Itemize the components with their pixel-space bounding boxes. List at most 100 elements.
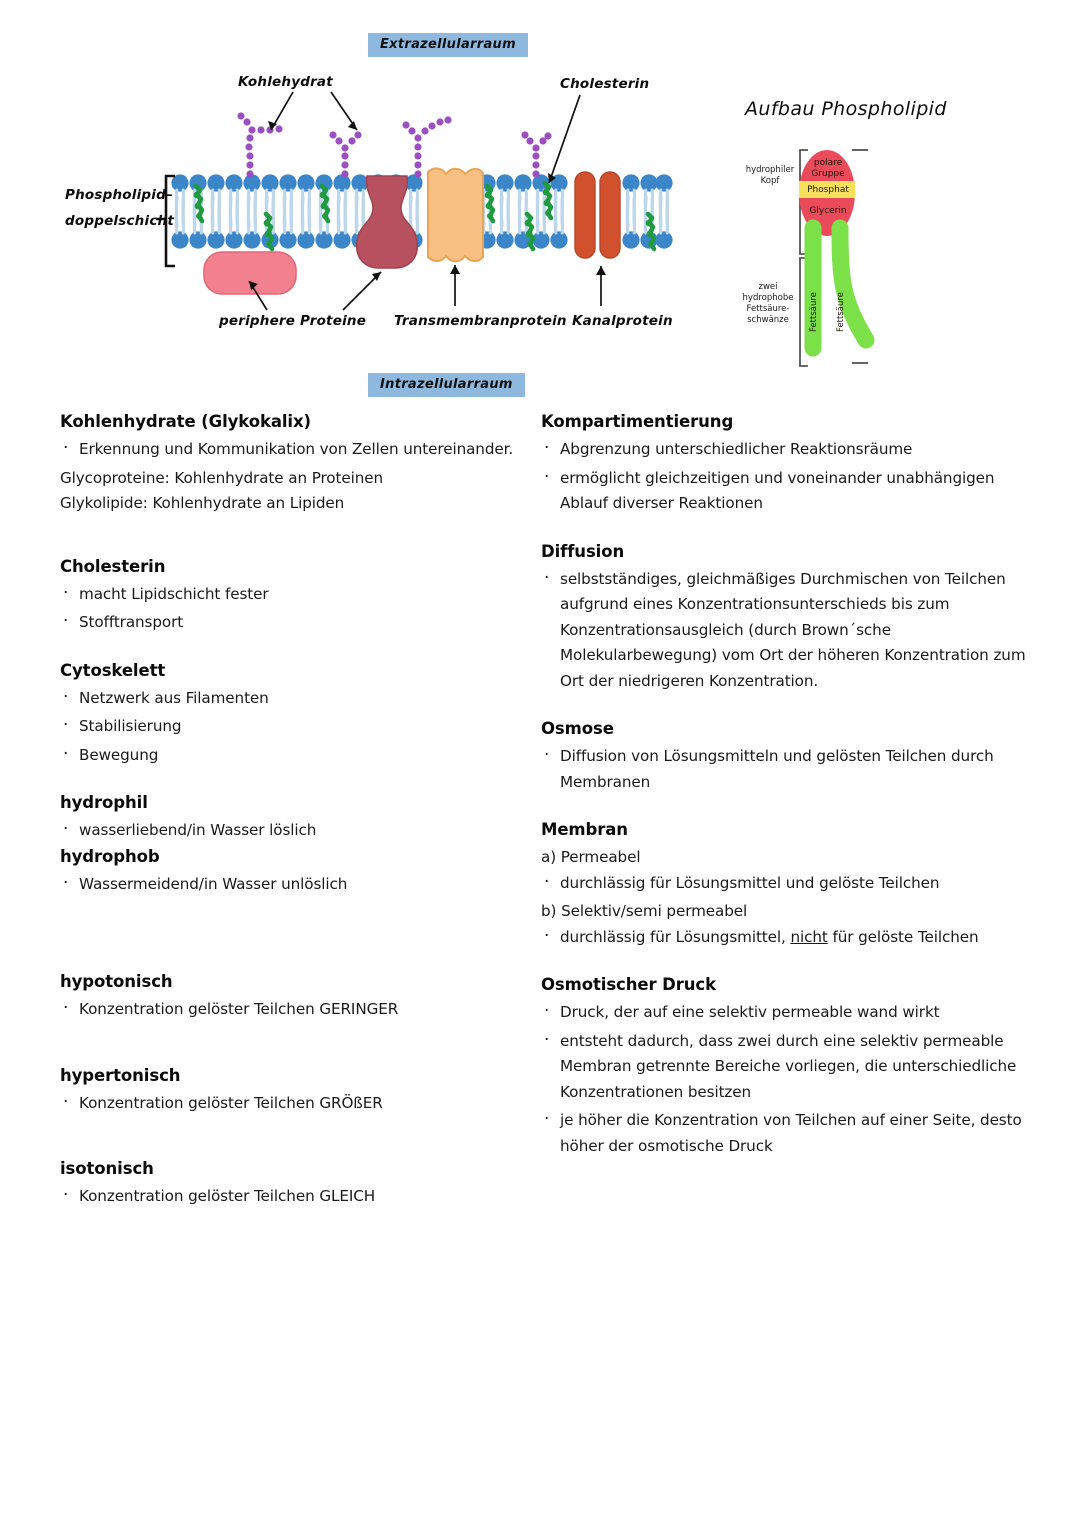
text-post: für gelöste Teilchen	[827, 927, 979, 946]
list-item: ermöglicht gleichzeitigen und voneinande…	[541, 465, 1041, 517]
carbohydrate-chains	[237, 112, 552, 178]
callout-channel-protein: Kanalprotein	[572, 313, 673, 329]
glycerol-label: Glycerin	[809, 206, 847, 216]
bullet-list: selbstständiges, gleichmäßiges Durchmisc…	[541, 566, 1041, 695]
bullet-list: Konzentration gelöster Teilchen GRÖßER	[60, 1090, 520, 1117]
section-heading: isotonisch	[60, 1159, 154, 1178]
bilayer-bracket	[164, 174, 175, 268]
plain-line: Glykolipide: Kohlenhydrate an Lipiden	[60, 494, 345, 512]
phosphate-label: Phosphat	[807, 185, 849, 195]
section-heading: hypotonisch	[60, 972, 173, 991]
section-heading: Kohlenhydrate (Glykokalix)	[60, 412, 311, 431]
section-heading: Cytoskelett	[60, 660, 166, 680]
list-item: durchlässig für Lösungsmittel und gelöst…	[541, 870, 1041, 897]
channel-like-orange-protein-shape	[427, 167, 484, 263]
membran-sub-b: b) Selektiv/semi permeabel	[541, 902, 748, 920]
channel-protein-bar-right	[599, 171, 621, 259]
list-item: entsteht dadurch, dass zwei durch eine s…	[541, 1028, 1041, 1106]
spacer	[541, 798, 1041, 820]
section-hydrophil: hydrophil wasserliebend/in Wasser löslic…	[60, 793, 520, 844]
section-heading: Cholesterin	[60, 556, 166, 576]
section-isotonisch: isotonisch Konzentration gelöster Teilch…	[60, 1159, 520, 1210]
section-hypertonisch: hypertonisch Konzentration gelöster Teil…	[60, 1066, 520, 1117]
list-item: Bewegung	[60, 742, 520, 769]
list-item: macht Lipidschicht fester	[60, 581, 520, 608]
plain-line: Glycoproteine: Kohlenhydrate an Proteine…	[60, 468, 384, 487]
bullet-list: durchlässig für Lösungsmittel, nicht für…	[541, 924, 1041, 951]
section-cytoskelett: Cytoskelett Netzwerk aus Filamenten Stab…	[60, 661, 520, 769]
membrane-artwork	[156, 91, 875, 367]
bullet-list: Konzentration gelöster Teilchen GLEICH	[60, 1183, 520, 1210]
hydrophobic-tails-label: zwei hydrophobe Fettsäure- schwänze	[742, 282, 794, 325]
section-heading: Osmotischer Druck	[541, 975, 716, 994]
bullet-list: Erkennung und Kommunikation von Zellen u…	[60, 436, 520, 463]
section-osmose: Osmose Diffusion von Lösungsmitteln und …	[541, 719, 1041, 795]
section-heading: Osmose	[541, 719, 614, 738]
callout-cholesterol: Cholesterin	[560, 76, 650, 92]
list-item: durchlässig für Lösungsmittel, nicht für…	[541, 924, 1041, 951]
section-heading: hydrophob	[60, 846, 160, 866]
callout-carbohydrate: Kohlehydrat	[238, 74, 333, 90]
list-item: je höher die Konzentration von Teilchen …	[541, 1107, 1041, 1159]
callout-transmembrane-protein: Transmembranprotein	[394, 313, 567, 329]
channel-protein-bar-left	[574, 171, 596, 259]
bullet-list: durchlässig für Lösungsmittel und gelöst…	[541, 870, 1041, 897]
section-kohlenhydrate: Kohlenhydrate (Glykokalix) Erkennung und…	[60, 412, 520, 517]
list-item: Abgrenzung unterschiedlicher Reaktionsrä…	[541, 436, 1041, 463]
membran-sub-a: a) Permeabel	[541, 848, 641, 866]
section-cholesterin: Cholesterin macht Lipidschicht fester St…	[60, 557, 520, 636]
spacer	[541, 520, 1041, 542]
peripheral-protein-shape	[203, 251, 297, 295]
list-item: selbstständiges, gleichmäßiges Durchmisc…	[541, 566, 1041, 695]
list-item: Konzentration gelöster Teilchen GLEICH	[60, 1183, 520, 1210]
phospholipid-panel-title: Aufbau Phospholipid	[745, 98, 947, 120]
bullet-list: macht Lipidschicht fester Stofftransport	[60, 581, 520, 636]
callout-peripheral-proteins: periphere Proteine	[219, 313, 367, 329]
spacer	[60, 1026, 520, 1066]
fatty-acid-label-left: Fettsäure	[809, 292, 819, 332]
bullet-list: Netzwerk aus Filamenten Stabilisierung B…	[60, 685, 520, 769]
bilayer-label-line1: Phospholipid–	[65, 187, 173, 203]
spacer	[60, 639, 520, 661]
list-item: Konzentration gelöster Teilchen GERINGER	[60, 996, 520, 1023]
spacer	[60, 771, 520, 793]
bullet-list: Konzentration gelöster Teilchen GERINGER	[60, 996, 520, 1023]
hydrophilic-head-label: hydrophiler Kopf	[745, 165, 795, 186]
bullet-list: Wassermeidend/in Wasser unlöslich	[60, 871, 520, 898]
spacer	[60, 517, 520, 557]
spacer	[541, 697, 1041, 719]
spacer	[60, 900, 520, 972]
extracellular-space-label: Extrazellularraum	[368, 33, 528, 57]
section-osmotischer-druck: Osmotischer Druck Druck, der auf eine se…	[541, 975, 1041, 1159]
list-item: Netzwerk aus Filamenten	[60, 685, 520, 712]
bullet-list: Abgrenzung unterschiedlicher Reaktionsrä…	[541, 436, 1041, 517]
left-column: Kohlenhydrate (Glykokalix) Erkennung und…	[60, 412, 520, 1213]
section-heading: Membran	[541, 820, 628, 839]
section-heading: Diffusion	[541, 541, 625, 561]
list-item: Wassermeidend/in Wasser unlöslich	[60, 871, 520, 898]
bullet-list: Druck, der auf eine selektiv permeable w…	[541, 999, 1041, 1159]
section-membran: Membran a) Permeabel durchlässig für Lös…	[541, 820, 1041, 950]
section-heading: hypertonisch	[60, 1065, 181, 1085]
bilayer-label: Phospholipid– doppelschicht	[65, 182, 174, 234]
fatty-acid-label-right: Fettsäure	[836, 292, 846, 332]
list-item: Druck, der auf eine selektiv permeable w…	[541, 999, 1041, 1026]
phospholipid-structure	[799, 149, 875, 367]
list-item: Stabilisierung	[60, 713, 520, 740]
list-item: wasserliebend/in Wasser löslich	[60, 817, 520, 844]
transmembrane-protein-shape	[355, 175, 419, 269]
membrane-diagram: Extrazellularraum Intrazellularraum Kohl…	[0, 0, 1080, 410]
section-diffusion: Diffusion selbstständiges, gleichmäßiges…	[541, 542, 1041, 695]
list-item: Stofftransport	[60, 609, 520, 636]
list-item: Erkennung und Kommunikation von Zellen u…	[60, 436, 520, 463]
text-pre: durchlässig für Lösungsmittel,	[560, 927, 791, 946]
bullet-list: Diffusion von Lösungsmitteln und gelöste…	[541, 743, 1041, 795]
section-hydrophob: hydrophob Wassermeidend/in Wasser unlösl…	[60, 847, 520, 898]
intracellular-space-label: Intrazellularraum	[368, 373, 525, 397]
emphasis-nicht: nicht	[790, 927, 828, 946]
section-heading: hydrophil	[60, 793, 148, 812]
polar-group-label: polare Gruppe	[811, 158, 845, 179]
list-item: Diffusion von Lösungsmitteln und gelöste…	[541, 743, 1041, 795]
bilayer-label-line2: doppelschicht	[65, 213, 174, 229]
section-kompartimentierung: Kompartimentierung Abgrenzung unterschie…	[541, 412, 1041, 517]
